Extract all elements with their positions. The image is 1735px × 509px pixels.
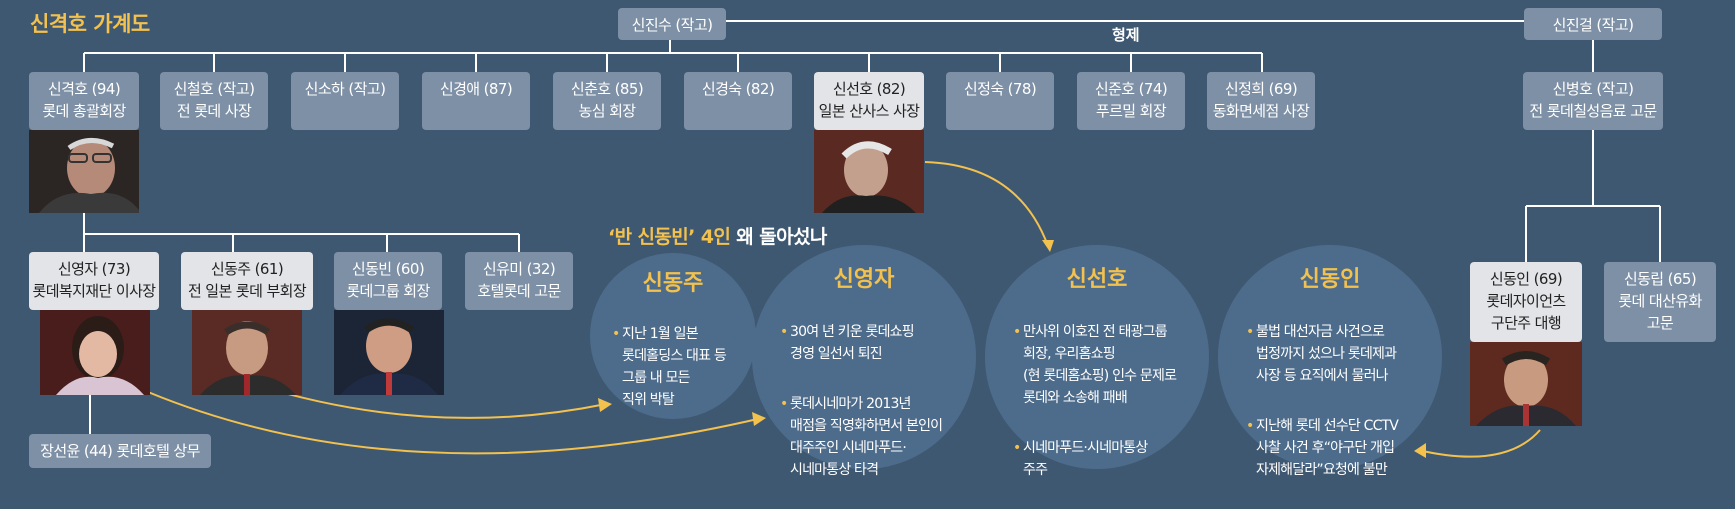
- section-heading-rest: 왜 돌아섰나: [730, 226, 827, 248]
- circle-item: 시네마푸드·시네마통상 주주: [1013, 437, 1203, 481]
- person-name: 신정희 (69): [1224, 80, 1298, 98]
- person-box-jeonghui: 신정희 (69) 동화면세점 사장: [1207, 72, 1315, 130]
- person-name: 신소하 (작고): [304, 80, 386, 98]
- circle-yeongja: 신영자 30여 년 키운 롯데쇼핑 경영 일선서 퇴진 롯데시네마가 2013년…: [752, 245, 976, 478]
- person-title: 동화면세점 사장: [1212, 102, 1310, 120]
- person-box-gyeongae: 신경애 (87): [422, 72, 530, 130]
- circle-title: 신동주: [642, 271, 704, 296]
- person-title: 전 롯데칠성음료 고문: [1529, 102, 1657, 120]
- person-title: 롯데 대산유화: [1618, 292, 1702, 310]
- portrait-dongbin: [334, 310, 444, 395]
- person-title-line2: 고문: [1646, 314, 1674, 332]
- person-title: 롯데그룹 회장: [346, 282, 430, 300]
- person-box-jeongsuk: 신정숙 (78): [946, 72, 1054, 130]
- person-box-byeongho: 신병호 (작고) 전 롯데칠성음료 고문: [1523, 72, 1663, 130]
- person-name: 신진걸 (작고): [1552, 16, 1634, 34]
- person-name: 신진수 (작고): [631, 16, 713, 34]
- circle-title: 신영자: [833, 267, 895, 292]
- person-title: 전 일본 롯데 부회장: [187, 282, 307, 300]
- circle-item: 불법 대선자금 사건으로 법정까지 섰으나 롯데제과 사장 등 요직에서 물러나: [1246, 321, 1436, 387]
- person-name: 신병호 (작고): [1552, 80, 1634, 98]
- portrait-gyeokho: [29, 130, 139, 213]
- person-title: 농심 회장: [578, 102, 637, 120]
- person-name: 신동주 (61): [210, 260, 284, 278]
- circle-dongin: 신동인 불법 대선자금 사건으로 법정까지 섰으나 롯데제과 사장 등 요직에서…: [1218, 245, 1442, 478]
- ancestor-box-jingeol: 신진걸 (작고): [1524, 8, 1662, 40]
- person-name: 신선호 (82): [832, 80, 906, 98]
- person-box-yumi: 신유미 (32) 호텔롯데 고문: [465, 252, 573, 310]
- person-name: 신유미 (32): [482, 260, 556, 278]
- circle-dongju: 신동주 지난 1월 일본 롯데홀딩스 대표 등 그룹 내 모든 직위 박탈: [590, 253, 756, 419]
- person-box-yeongja: 신영자 (73) 롯데복지재단 이사장: [29, 252, 159, 310]
- person-box-gyeongsuk: 신경숙 (82): [684, 72, 792, 130]
- person-box-dongbin: 신동빈 (60) 롯데그룹 회장: [334, 252, 442, 310]
- portrait-seonho: [814, 130, 924, 213]
- person-title: 롯데 총괄회장: [42, 102, 126, 120]
- person-title: 푸르밀 회장: [1095, 102, 1167, 120]
- person-name: 신정숙 (78): [963, 80, 1037, 98]
- person-name: 신철호 (작고): [173, 80, 255, 98]
- section-heading-highlight: ‘반 신동빈’ 4인: [608, 226, 731, 248]
- connector-lines: [83, 20, 1661, 458]
- person-name: 신춘호 (85): [570, 80, 644, 98]
- diagram-title: 신격호 가계도: [30, 12, 150, 36]
- person-name: 신준호 (74): [1094, 80, 1168, 98]
- person-box-dongrip: 신동립 (65) 롯데 대산유화 고문: [1604, 262, 1716, 342]
- portrait-yeongja: [40, 310, 150, 395]
- person-box-seonho: 신선호 (82) 일본 산사스 사장: [814, 72, 924, 130]
- person-title: 호텔롯데 고문: [477, 282, 561, 300]
- person-title: 일본 산사스 사장: [818, 102, 920, 120]
- person-box-dongin: 신동인 (69) 롯데자이언츠 구단주 대행: [1470, 262, 1582, 342]
- person-name: 신동립 (65): [1623, 270, 1697, 288]
- portrait-dongin: [1470, 342, 1582, 426]
- person-title: 롯데복지재단 이사장: [32, 282, 157, 300]
- family-tree-diagram: 신격호 가계도 형제 신진수 (작고) 신진걸 (작고) 신격호 (94) 롯데…: [0, 0, 1735, 488]
- circle-item: 지난 1월 일본 롯데홀딩스 대표 등 그룹 내 모든 직위 박탈: [612, 323, 752, 411]
- portrait-dongju: [192, 310, 302, 395]
- person-title: 전 롯데 사장: [176, 102, 252, 120]
- person-box-dongju: 신동주 (61) 전 일본 롯데 부회장: [181, 252, 313, 310]
- circle-item: 30여 년 키운 롯데쇼핑 경영 일선서 퇴진: [780, 321, 970, 365]
- circle-item: 지난해 롯데 선수단 CCTV 사찰 사건 후“야구단 개입 자제해달라”요청에…: [1246, 415, 1436, 481]
- person-name: 신동인 (69): [1489, 270, 1563, 288]
- person-box-chunho: 신춘호 (85) 농심 회장: [553, 72, 661, 130]
- relation-arrows: [147, 161, 1541, 458]
- person-box-cheolho: 신철호 (작고) 전 롯데 사장: [160, 72, 268, 130]
- person-name: 장선윤 (44) 롯데호텔 상무: [40, 442, 200, 460]
- section-heading: ‘반 신동빈’ 4인 왜 돌아섰나: [608, 222, 827, 249]
- person-name: 신영자 (73): [57, 260, 131, 278]
- person-box-soha: 신소하 (작고): [291, 72, 399, 130]
- person-title: 롯데자이언츠: [1486, 292, 1566, 310]
- circle-title: 신선호: [1066, 267, 1128, 292]
- person-name: 신경애 (87): [439, 80, 513, 98]
- circle-seonho: 신선호 만사위 이호진 전 태광그룹 회장, 우리홈쇼핑 (현 롯데홈쇼핑) 인…: [985, 245, 1209, 478]
- circle-item: 롯데시네마가 2013년 매점을 직영화하면서 본인이 대주주인 시네마푸드· …: [780, 393, 970, 481]
- circle-title: 신동인: [1299, 267, 1361, 292]
- person-box-junho: 신준호 (74) 푸르밀 회장: [1077, 72, 1185, 130]
- circle-item: 만사위 이호진 전 태광그룹 회장, 우리홈쇼핑 (현 롯데홈쇼핑) 인수 문제…: [1013, 321, 1203, 409]
- person-name: 신격호 (94): [47, 80, 121, 98]
- person-title-line2: 구단주 대행: [1490, 314, 1562, 332]
- person-box-gyeokho: 신격호 (94) 롯데 총괄회장: [29, 72, 139, 130]
- sibling-relation-label: 형제: [1112, 26, 1140, 44]
- ancestor-box-jinsu: 신진수 (작고): [618, 8, 726, 40]
- person-name: 신동빈 (60): [351, 260, 425, 278]
- person-name: 신경숙 (82): [701, 80, 775, 98]
- person-box-seonyun: 장선윤 (44) 롯데호텔 상무: [29, 434, 211, 468]
